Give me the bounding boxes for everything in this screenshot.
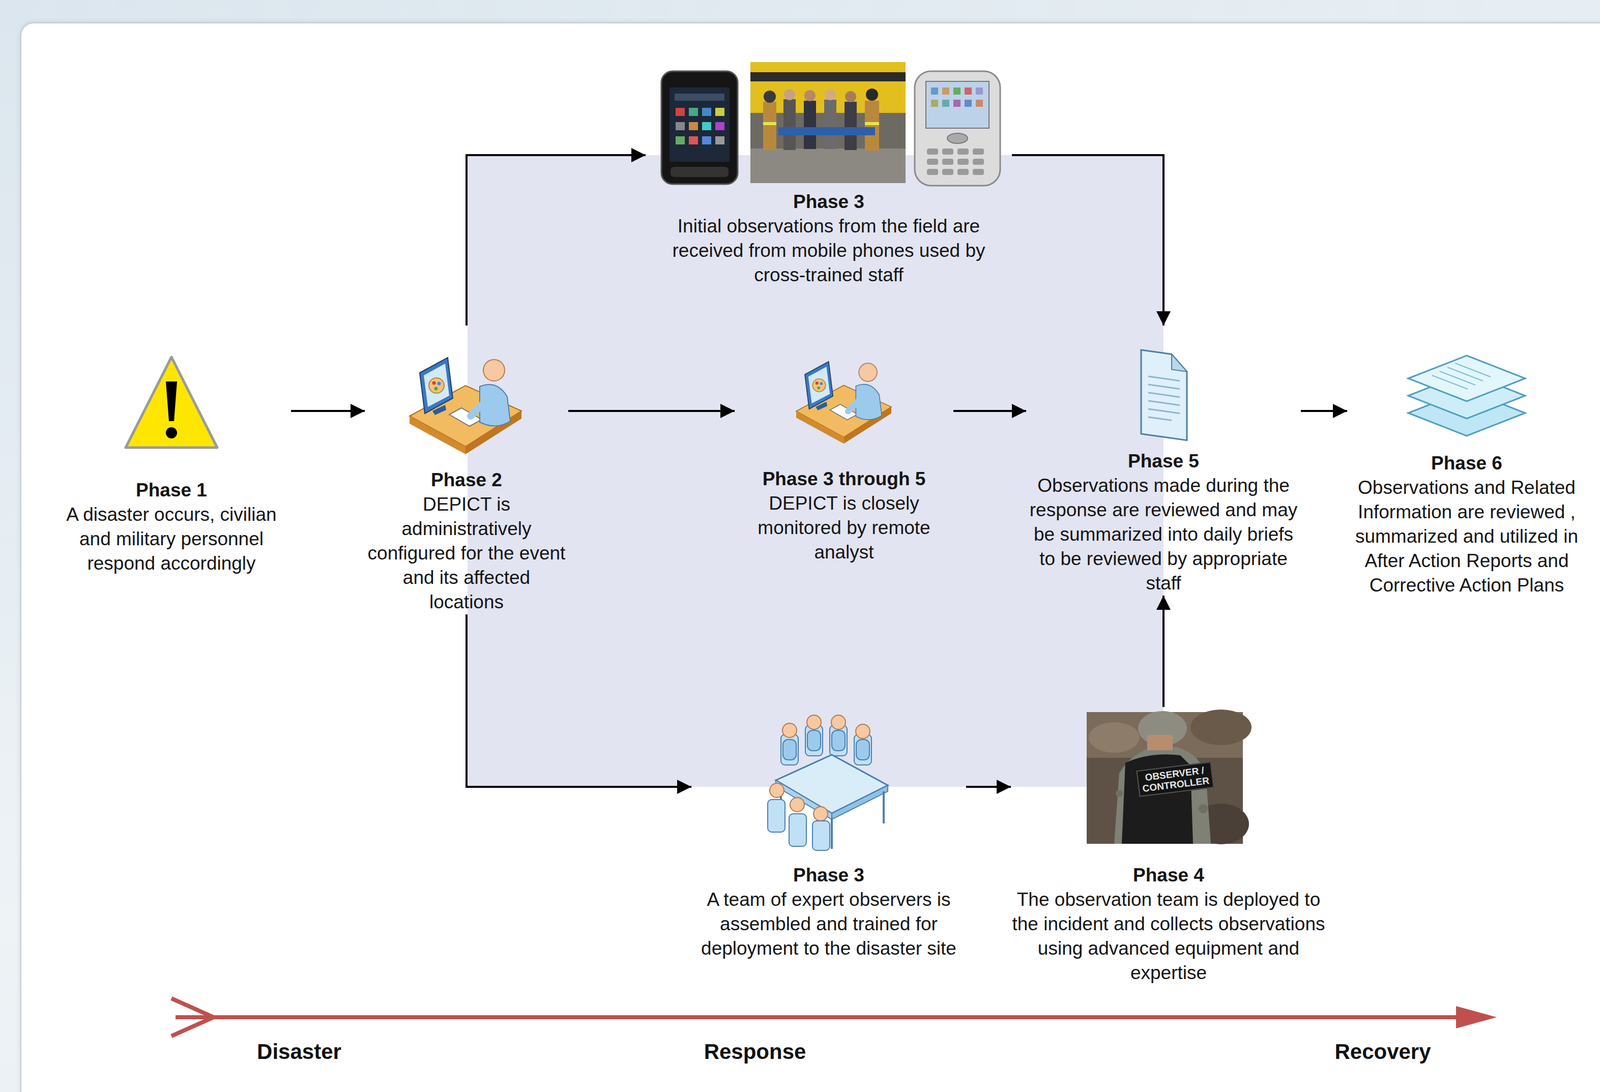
flow-arrow — [1162, 595, 1165, 708]
phase-heading: Phase 4 — [1010, 863, 1327, 888]
vest-patch-text: OBSERVER / CONTROLLER — [1136, 761, 1214, 798]
phase-description: A disaster occurs, civilian and military… — [51, 502, 292, 576]
smartphone-silver — [914, 71, 1001, 186]
phase-description: A team of expert observers is assembled … — [691, 887, 967, 962]
phase-block: Phase 3Initial observations from the fie… — [645, 60, 1012, 288]
phase-block: Phase 3A team of expert observers is ass… — [691, 712, 967, 962]
field-photo — [750, 62, 906, 184]
document-icon — [1141, 350, 1187, 441]
flow-arrow — [1011, 155, 1164, 326]
smartphone-black — [661, 71, 738, 185]
phase-block: Phase 3 through 5DEPICT is closely monit… — [734, 345, 954, 565]
analyst-icon — [796, 361, 892, 445]
phase-heading: Phase 2 — [364, 468, 569, 493]
phase-block: Phase 5Observations made during the resp… — [1026, 325, 1301, 596]
phase-heading: Phase 5 — [1026, 449, 1301, 474]
flow-arrow — [966, 786, 1011, 789]
timeline-label: Response — [704, 1038, 807, 1066]
flow-arrow — [466, 614, 692, 788]
phase-block: Phase 6Observations and Related Informat… — [1347, 340, 1587, 598]
timeline-label: Disaster — [256, 1038, 342, 1066]
phase-block: Phase 1A disaster occurs, civilian and m… — [51, 351, 292, 576]
phase-heading: Phase 3 — [691, 863, 967, 888]
phase-heading: Phase 6 — [1347, 451, 1587, 476]
flow-arrow — [466, 155, 646, 326]
phase-description: DEPICT is closely monitored by remote an… — [734, 491, 954, 565]
phase-description: Initial observations from the field are … — [645, 214, 1012, 288]
phase-heading: Phase 3 — [645, 189, 1012, 215]
warning-sign — [125, 357, 218, 448]
observer-photo — [1086, 709, 1252, 845]
analyst-icon — [409, 357, 522, 455]
document-stack-icon — [1408, 355, 1526, 436]
flow-arrow — [568, 410, 735, 413]
timeline-arrow — [171, 998, 1497, 1037]
flow-arrow — [953, 410, 1027, 413]
phase-block: Phase 2DEPICT is administratively config… — [364, 325, 569, 615]
phase-description: Observations made during the response ar… — [1026, 473, 1301, 596]
phase-description: DEPICT is administratively configured fo… — [364, 492, 569, 615]
meeting-icon — [767, 715, 888, 851]
flow-arrow — [291, 410, 365, 413]
phase-description: Observations and Related Information are… — [1347, 475, 1587, 598]
shaded-region — [467, 155, 1164, 788]
phase-description: The observation team is deployed to the … — [1010, 887, 1327, 986]
phase-block: Phase 4The observation team is deployed … — [1010, 707, 1327, 986]
phase-heading: Phase 3 through 5 — [734, 467, 954, 492]
flow-arrow — [1300, 410, 1348, 413]
timeline-label: Recovery — [1334, 1038, 1431, 1066]
phase-heading: Phase 1 — [51, 478, 292, 503]
